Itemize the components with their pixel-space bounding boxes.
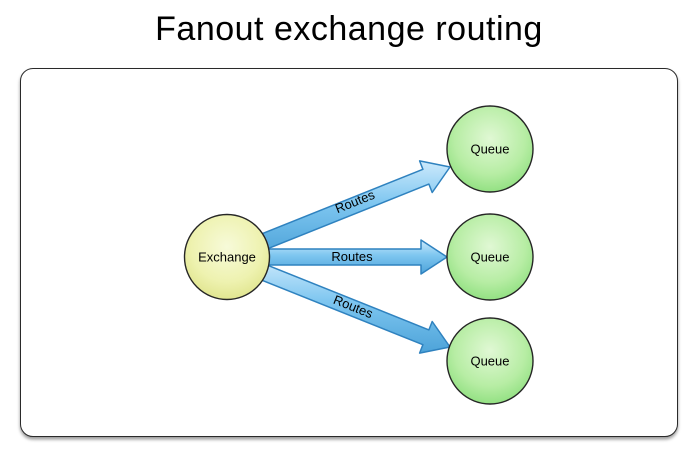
queue-node-middle — [446, 213, 534, 301]
queue-node-top-label: Queue — [470, 142, 509, 157]
route-arrow-bottom — [244, 257, 451, 354]
queue-node-middle-label: Queue — [470, 250, 509, 265]
route-label-middle: Routes — [331, 249, 373, 264]
exchange-node-label: Exchange — [198, 250, 256, 265]
queue-node-bottom-label: Queue — [470, 354, 509, 369]
route-arrow-top — [244, 160, 451, 257]
queue-node-top — [446, 105, 534, 193]
route-arrow-middle — [249, 239, 448, 275]
queue-node-bottom — [446, 317, 534, 405]
page-title: Fanout exchange routing — [155, 10, 543, 48]
exchange-node — [183, 213, 271, 301]
